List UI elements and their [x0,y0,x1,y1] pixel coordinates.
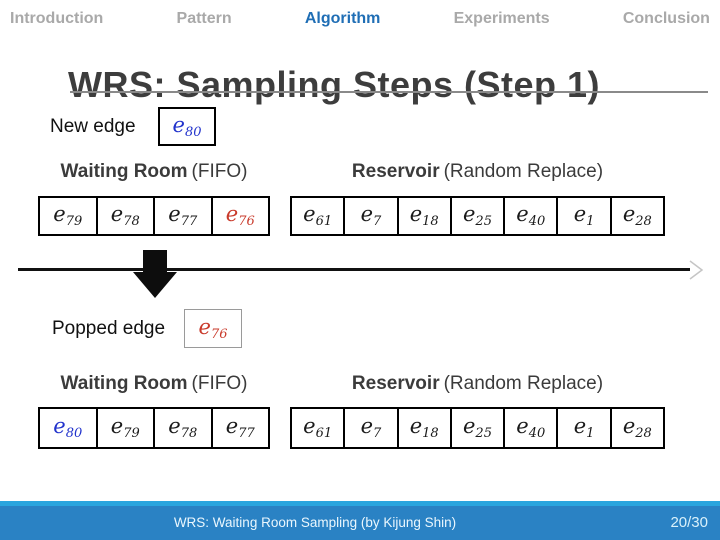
edge-cell: e77 [153,198,211,234]
edge-cell: e40 [503,409,556,447]
edge-cell: e80 [53,414,83,441]
edge-cell: e61 [303,414,333,441]
footer-text: WRS: Waiting Room Sampling (by Kijung Sh… [173,515,457,530]
edge-cell: e61 [303,202,333,229]
nav-item-introduction[interactable]: Introduction [10,10,104,27]
timeline-arrowhead-icon [689,260,704,280]
nav-item-algorithm[interactable]: Algorithm [304,10,381,27]
reservoir-label-before: Reservoir(Random Replace) [351,161,604,182]
down-arrow-icon [133,250,177,298]
edge-cell: e25 [449,409,503,447]
edge-cell: e28 [609,198,663,234]
title-underline [70,91,708,93]
popped-edge-box: e76 [184,309,242,348]
nav-item-pattern[interactable]: Pattern [176,10,232,27]
timeline-line [18,268,690,271]
edge-cell: e18 [396,198,450,234]
edge-cell: e1 [556,198,609,234]
edge-cell: e7 [343,198,396,234]
edge-cell: e79 [95,409,154,447]
footer-bar: WRS: Waiting Room Sampling (by Kijung Sh… [0,506,720,540]
edge-cell: e40 [503,198,556,234]
edge-cell: e79 [53,202,83,229]
popped-edge-caption: Popped edge [52,318,166,339]
waiting-room-label-before: Waiting Room(FIFO) [60,161,248,182]
edge-cell: e18 [396,409,450,447]
nav-item-experiments[interactable]: Experiments [453,10,550,27]
page-title: WRS: Sampling Steps (Step 1) [68,64,601,106]
popped-edge-label: e76 [198,314,228,342]
new-edge-box: e80 [158,107,216,146]
waiting-room-label-after: Waiting Room(FIFO) [60,373,248,394]
nav-item-conclusion[interactable]: Conclusion [622,10,710,27]
footer-accent-strip [0,501,720,506]
nav-bar: Introduction Pattern Algorithm Experimen… [10,10,710,28]
edge-cell: e1 [556,409,609,447]
new-edge-label: e80 [172,112,202,140]
reservoir-label-after: Reservoir(Random Replace) [351,373,604,394]
edge-cell: e76 [210,198,269,234]
new-edge-caption: New edge [50,116,136,137]
edge-cell: e78 [153,409,211,447]
edge-cell: e28 [609,409,663,447]
edge-cell: e78 [95,198,154,234]
edge-cell: e77 [210,409,269,447]
edge-cell: e7 [343,409,396,447]
edge-cell: e25 [449,198,503,234]
footer-page-number: 20/30 [670,514,708,531]
